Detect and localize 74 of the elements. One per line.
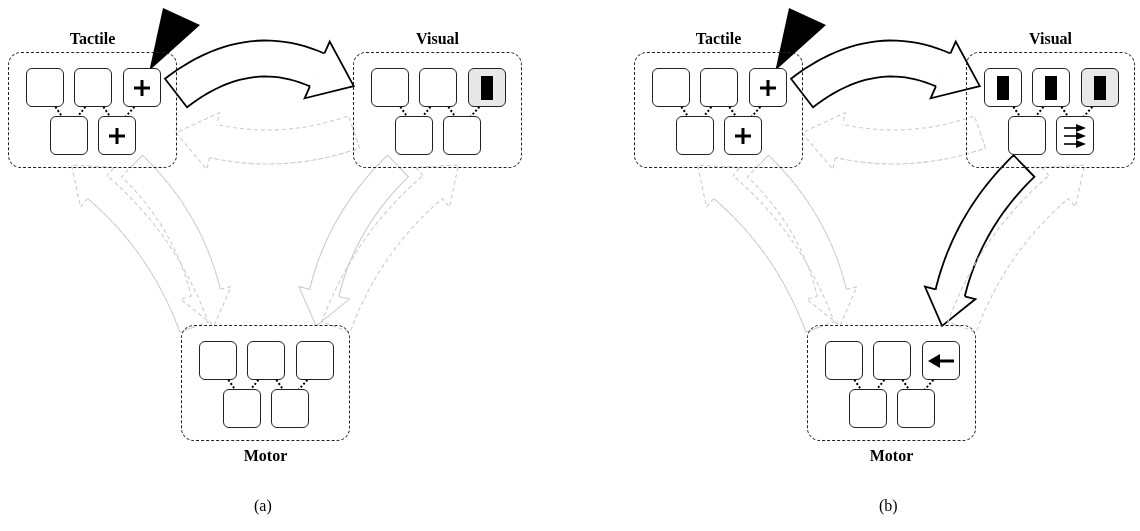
dotted-link (875, 378, 886, 391)
unit-box (123, 68, 161, 107)
module-title: Motor (868, 447, 915, 465)
unit-box (247, 341, 285, 380)
dotted-link (54, 105, 64, 118)
dotted-link (680, 105, 690, 118)
dotted-link (297, 378, 309, 391)
block-arrow (746, 154, 858, 327)
block-arrow (175, 112, 361, 170)
block-arrow (70, 164, 209, 333)
dotted-link (249, 378, 260, 391)
unit-box (676, 116, 714, 155)
module-title: Visual (415, 30, 460, 48)
block-arrow (696, 164, 835, 333)
module-title: Tactile (68, 30, 117, 48)
unit-box (395, 116, 433, 155)
unit-box (922, 341, 960, 380)
block-arrow (120, 154, 232, 327)
unit-box (873, 341, 911, 380)
dotted-link (227, 378, 237, 391)
unit-box (468, 68, 506, 107)
unit-box (26, 68, 64, 107)
panel-label: (a) (254, 497, 272, 515)
module-title: Tactile (694, 30, 743, 48)
unit-box (1081, 68, 1119, 107)
dotted-link (399, 105, 409, 118)
dotted-link (853, 378, 863, 391)
unit-box (50, 116, 88, 155)
unit-box (749, 68, 787, 107)
unit-box (419, 68, 457, 107)
unit-box (652, 68, 690, 107)
unit-box (443, 116, 481, 155)
unit-box (98, 116, 136, 155)
dotted-link (102, 105, 112, 118)
dotted-link (76, 105, 87, 118)
dotted-link (901, 378, 911, 391)
unit-box (984, 68, 1022, 107)
module-title: Motor (242, 447, 289, 465)
unit-box (74, 68, 112, 107)
block-arrow (298, 154, 410, 327)
block-arrow (924, 153, 1036, 327)
dotted-link (275, 378, 285, 391)
unit-box (1056, 116, 1094, 155)
dotted-link (1082, 105, 1094, 118)
dotted-link (1012, 105, 1022, 118)
unit-box (1008, 116, 1046, 155)
unit-box (825, 341, 863, 380)
unit-box (849, 389, 887, 428)
module-title: Visual (1028, 30, 1073, 48)
dotted-link (923, 378, 935, 391)
dotted-link (1060, 105, 1070, 118)
dotted-link (750, 105, 762, 118)
unit-box (1032, 68, 1070, 107)
block-arrow (801, 112, 987, 170)
unit-box (700, 68, 738, 107)
dotted-link (447, 105, 457, 118)
unit-box (371, 68, 409, 107)
unit-box (897, 389, 935, 428)
dotted-link (1034, 105, 1045, 118)
block-arrow (321, 164, 460, 333)
dotted-link (728, 105, 738, 118)
unit-box (271, 389, 309, 428)
dotted-link (702, 105, 713, 118)
unit-box (296, 341, 334, 380)
dotted-link (469, 105, 481, 118)
block-arrow (163, 39, 355, 109)
dotted-link (421, 105, 432, 118)
block-arrow (947, 164, 1086, 333)
unit-box (724, 116, 762, 155)
block-arrow (789, 39, 981, 109)
unit-box (199, 341, 237, 380)
unit-box (223, 389, 261, 428)
panel-label: (b) (879, 497, 898, 515)
dotted-link (124, 105, 136, 118)
